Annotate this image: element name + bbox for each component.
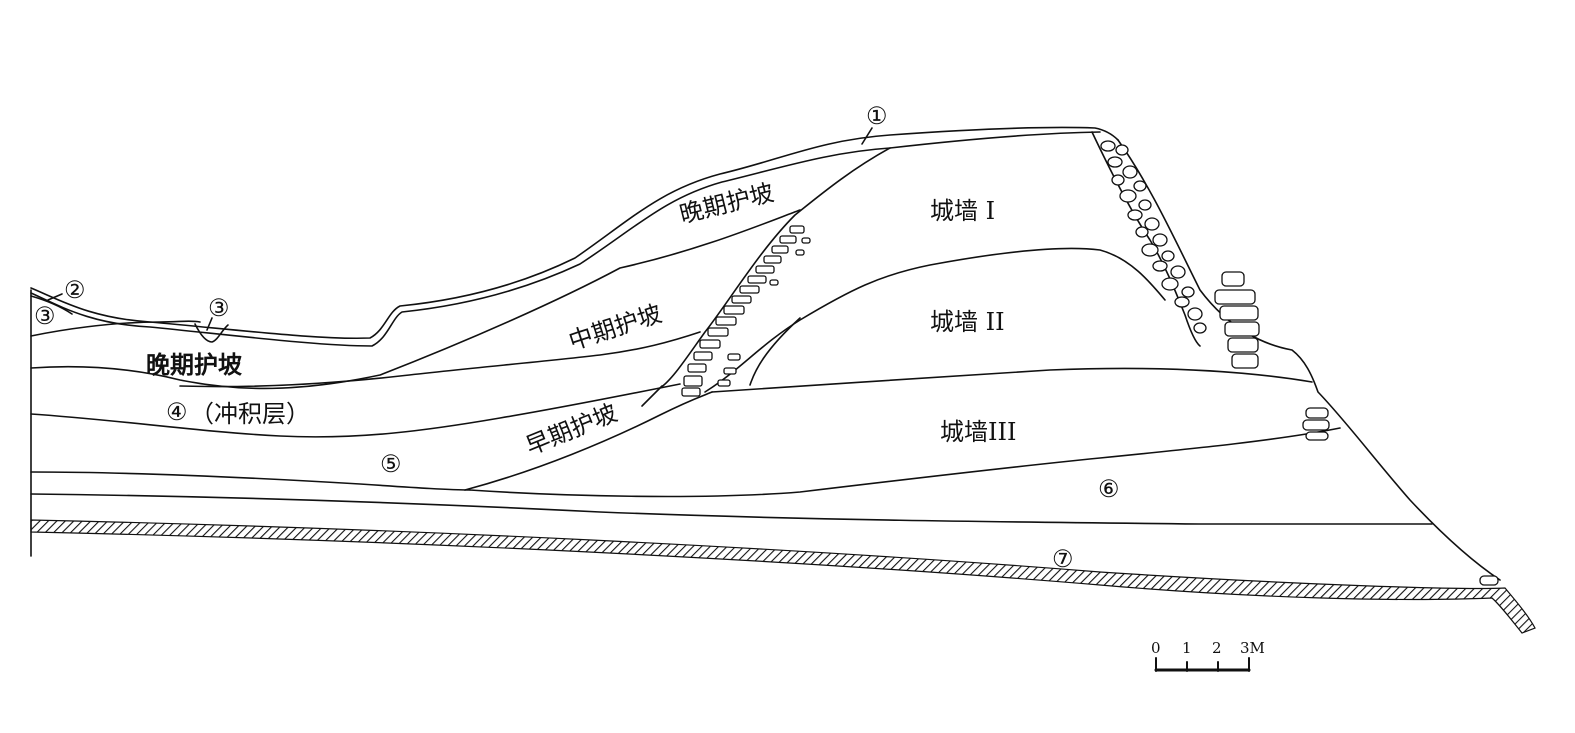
scale-tick-3m: 3M xyxy=(1240,639,1265,657)
label-mid-slope: 中期护坡 xyxy=(565,299,665,355)
layer-6-top xyxy=(469,427,1341,498)
layer-number-3-mid: ③ xyxy=(208,294,230,322)
surface-layer-top xyxy=(30,126,1119,340)
outer-face-stones xyxy=(1302,407,1499,586)
label-wall-1: 城墙 I xyxy=(930,197,995,225)
layer-3-lens-left xyxy=(30,320,201,337)
mid-slope-stone-facing xyxy=(681,225,811,397)
wall-3-top xyxy=(711,367,1313,393)
late-slope-boundary xyxy=(30,209,801,390)
layer-7-top xyxy=(30,493,1433,525)
mid-slope-boundary xyxy=(179,331,701,388)
leader-line-3 xyxy=(206,317,213,331)
rubble-stones-right xyxy=(1100,140,1260,369)
layer-number-7: ⑦ xyxy=(1052,545,1074,573)
layer-number-3-left: ③ xyxy=(34,302,56,330)
label-layer-4-note: （冲积层） xyxy=(190,400,310,428)
layer-5-boundary xyxy=(30,471,471,491)
layer-3-lens-mid xyxy=(194,323,229,343)
wall-1-face xyxy=(659,147,891,389)
early-slope-boundary xyxy=(464,391,713,491)
wall-2-top xyxy=(704,247,1166,393)
label-wall-2: 城墙 II xyxy=(930,308,1005,336)
scale-tick-1: 1 xyxy=(1182,639,1192,657)
layer-number-1: ① xyxy=(866,102,888,130)
scale-tick-0: 0 xyxy=(1151,639,1161,657)
scale-bar: 0 1 2 3M xyxy=(1151,639,1265,672)
leader-line-early-slope xyxy=(641,385,663,407)
layer-number-4: ④ xyxy=(166,398,188,426)
layer-number-6: ⑥ xyxy=(1098,475,1120,503)
bedrock-hatched-band xyxy=(30,519,1536,634)
label-late-slope-top: 晚期护坡 xyxy=(677,178,777,228)
layer-number-2: ② xyxy=(64,276,86,304)
scale-tick-2: 2 xyxy=(1212,639,1222,657)
leader-line-2 xyxy=(47,293,63,301)
label-early-slope: 早期护坡 xyxy=(522,399,621,461)
layer-4-boundary xyxy=(30,383,681,438)
leader-line-1 xyxy=(861,127,873,145)
label-wall-3: 城墙III xyxy=(940,418,1016,446)
outer-slope-right xyxy=(1117,139,1501,581)
label-late-slope-left: 晚期护坡 xyxy=(146,351,242,379)
wall-2-face xyxy=(749,317,801,386)
layer-number-5: ⑤ xyxy=(380,450,402,478)
layer-2-lens xyxy=(30,295,73,315)
